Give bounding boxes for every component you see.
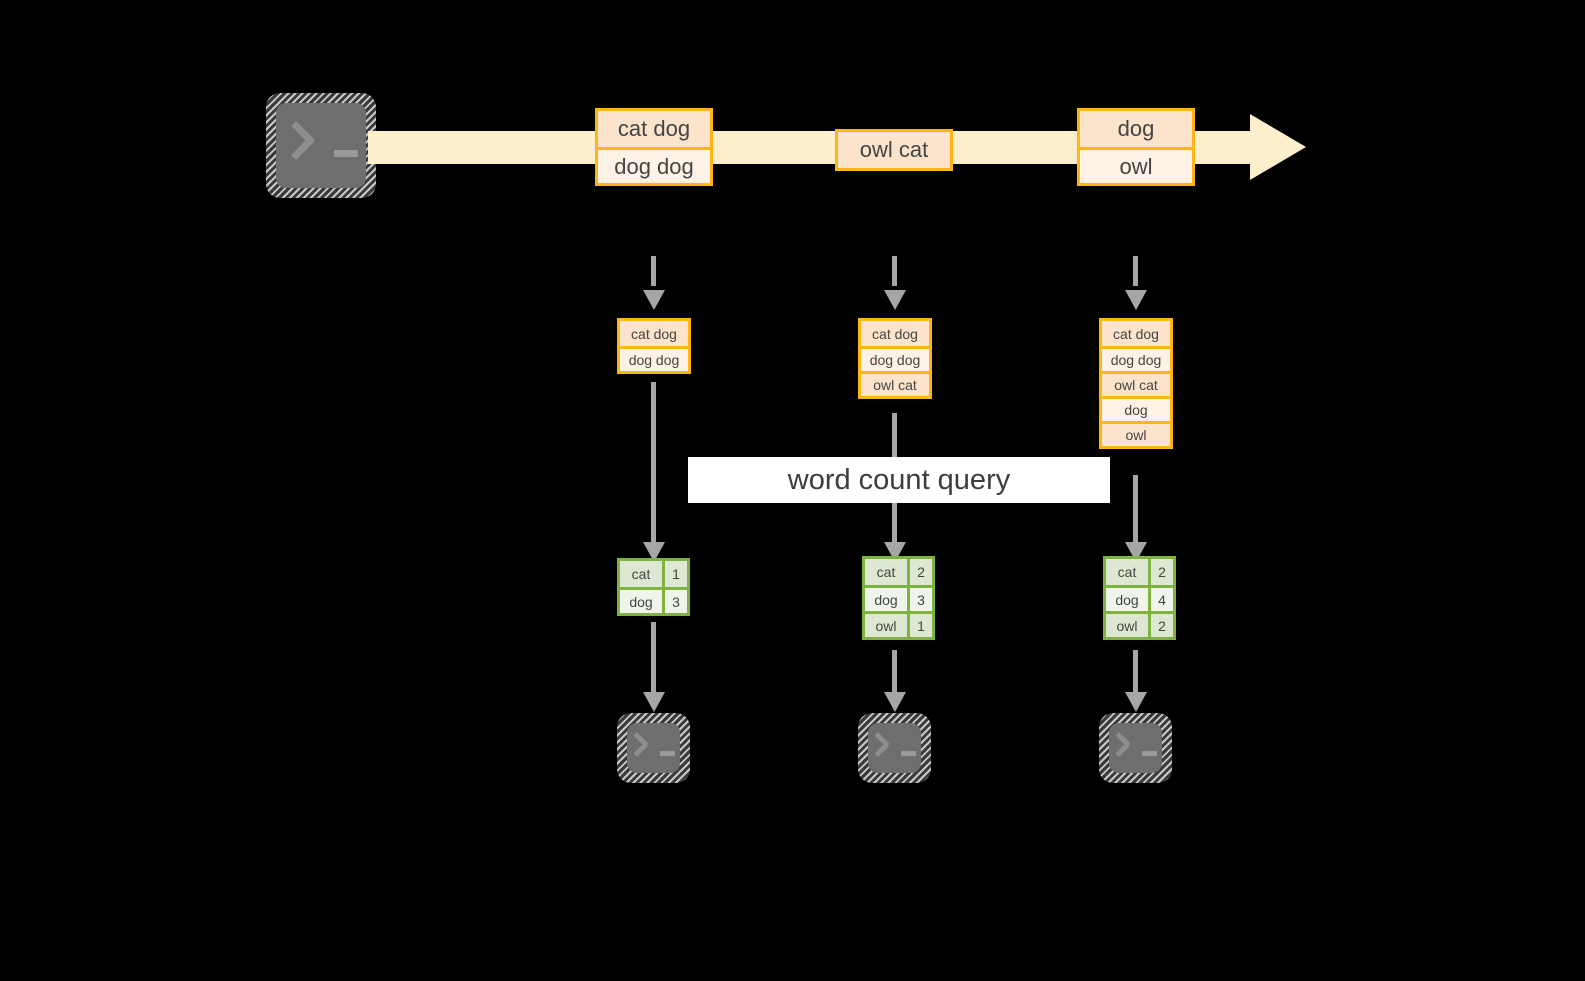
result-count: 3 [672, 593, 680, 610]
accumulated-events-box: cat dog dog dog [617, 318, 691, 374]
sink-terminal-icon [1099, 713, 1172, 783]
terminal-screen [1109, 723, 1162, 773]
accumulated-events-box: cat dog dog dog owl cat [858, 318, 932, 399]
prompt-underscore-icon [901, 751, 916, 756]
table-row: dog 4 [1106, 585, 1173, 611]
prompt-chevron-icon [637, 731, 657, 757]
accumulated-events-box: cat dog dog dog owl cat dog owl [1099, 318, 1173, 449]
accumulated-event-line: owl cat [861, 371, 929, 396]
terminal-screen [627, 723, 680, 773]
sink-arrow-line [892, 650, 897, 694]
query-arrow-line [651, 382, 656, 544]
table-row: dog 3 [865, 585, 932, 611]
query-label-text: word count query [787, 463, 1011, 496]
result-word: owl [1106, 614, 1151, 637]
result-count: 4 [1158, 591, 1166, 608]
stream-tap-arrow-line [892, 256, 897, 286]
stream-tap-arrow-head-icon [1125, 290, 1147, 310]
terminal-screen [276, 103, 366, 188]
accumulated-event-line: cat dog [620, 321, 688, 346]
result-count: 1 [672, 566, 680, 582]
prompt-underscore-icon [334, 150, 358, 157]
source-terminal-icon [266, 93, 376, 198]
prompt-chevron-icon [1119, 731, 1139, 757]
stream-event-line: cat dog [598, 111, 710, 147]
accumulated-event-line: dog dog [620, 346, 688, 371]
table-row: dog 3 [620, 587, 687, 613]
result-count: 2 [1158, 617, 1166, 634]
table-row: owl 2 [1106, 611, 1173, 637]
sink-arrow-line [651, 622, 656, 694]
query-arrow-line [1133, 475, 1138, 544]
word-count-result-table: cat 1 dog 3 [617, 558, 690, 616]
table-row: owl 1 [865, 611, 932, 637]
accumulated-event-line: owl [1102, 421, 1170, 446]
result-word: dog [1106, 588, 1151, 611]
stream-event-box: owl cat [835, 129, 953, 171]
table-row: cat 2 [865, 559, 932, 585]
result-count: 1 [917, 617, 925, 634]
prompt-underscore-icon [1142, 751, 1157, 756]
result-word: cat [1106, 559, 1151, 585]
table-row: cat 2 [1106, 559, 1173, 585]
accumulated-event-line: owl cat [1102, 371, 1170, 396]
word-count-result-table: cat 2 dog 4 owl 2 [1103, 556, 1176, 640]
result-word: dog [865, 588, 910, 611]
stream-event-box: cat dog dog dog [595, 108, 713, 186]
stream-event-line: dog dog [598, 147, 710, 183]
sink-arrow-head-icon [1125, 692, 1147, 712]
result-word: dog [620, 590, 665, 613]
accumulated-event-line: cat dog [861, 321, 929, 346]
query-arrow-head-icon [643, 542, 665, 562]
table-row: cat 1 [620, 561, 687, 587]
accumulated-event-line: dog [1102, 396, 1170, 421]
sink-arrow-head-icon [643, 692, 665, 712]
prompt-underscore-icon [660, 751, 675, 756]
event-stream-arrowhead-icon [1250, 114, 1306, 180]
prompt-chevron-icon [296, 119, 326, 161]
result-count: 2 [917, 564, 925, 580]
result-count: 3 [917, 591, 925, 608]
accumulated-event-line: dog dog [861, 346, 929, 371]
stream-event-line: owl [1080, 147, 1192, 183]
stream-tap-arrow-line [651, 256, 656, 286]
result-count: 2 [1158, 564, 1166, 580]
stream-tap-arrow-line [1133, 256, 1138, 286]
stream-event-line: dog [1080, 111, 1192, 147]
word-count-result-table: cat 2 dog 3 owl 1 [862, 556, 935, 640]
accumulated-event-line: dog dog [1102, 346, 1170, 371]
query-label-banner: word count query [688, 457, 1110, 503]
sink-terminal-icon [617, 713, 690, 783]
result-word: owl [865, 614, 910, 637]
stream-tap-arrow-head-icon [643, 290, 665, 310]
accumulated-event-line: cat dog [1102, 321, 1170, 346]
terminal-screen [868, 723, 921, 773]
result-word: cat [865, 559, 910, 585]
sink-arrow-head-icon [884, 692, 906, 712]
sink-arrow-line [1133, 650, 1138, 694]
stream-event-line: owl cat [838, 132, 950, 168]
stream-event-box: dog owl [1077, 108, 1195, 186]
prompt-chevron-icon [878, 731, 898, 757]
stream-tap-arrow-head-icon [884, 290, 906, 310]
result-word: cat [620, 561, 665, 587]
sink-terminal-icon [858, 713, 931, 783]
